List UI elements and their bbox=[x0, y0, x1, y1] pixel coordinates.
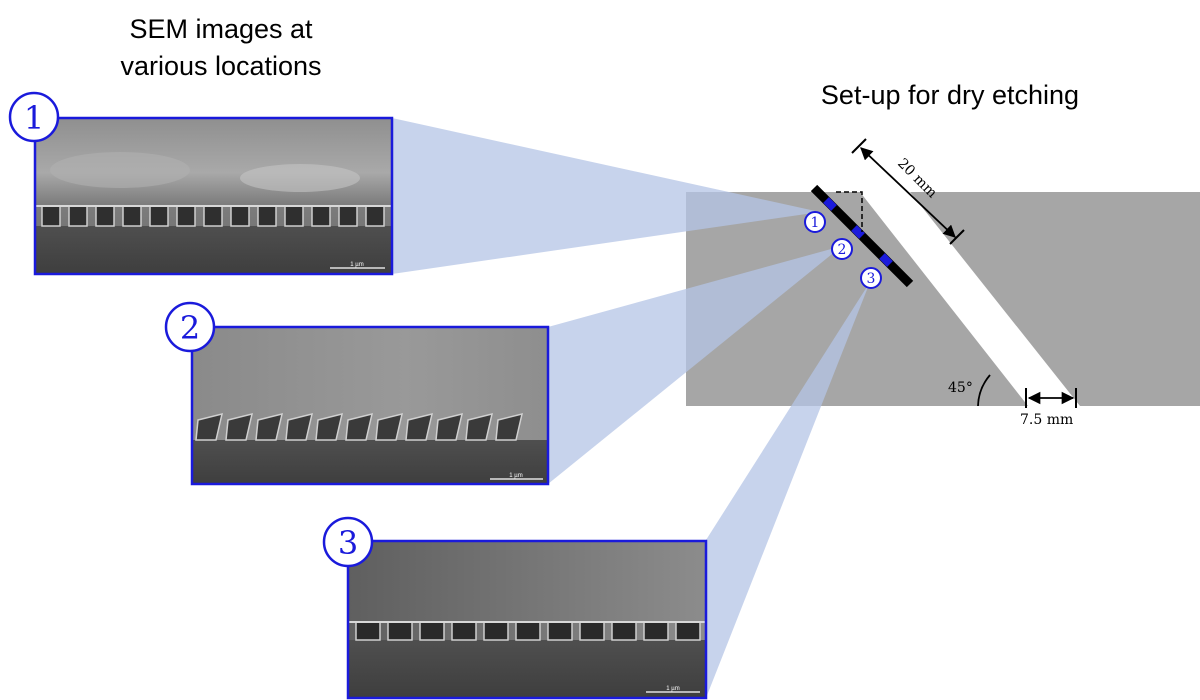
marker-1: 1 bbox=[804, 211, 826, 233]
connector-2 bbox=[548, 246, 842, 484]
marker-3: 3 bbox=[860, 267, 882, 289]
length-arrow bbox=[860, 147, 956, 238]
svg-text:1: 1 bbox=[24, 99, 44, 137]
panel-number-1: 1 bbox=[8, 91, 60, 143]
sample-spot-1 bbox=[823, 197, 837, 211]
trench-row-1 bbox=[41, 205, 385, 227]
trench-row-3 bbox=[355, 621, 701, 641]
svg-text:2: 2 bbox=[838, 242, 847, 258]
sem-panel-3: 1 µm bbox=[346, 539, 708, 700]
scale-label-3: 1 µm bbox=[666, 686, 679, 692]
length-tick-top bbox=[851, 138, 867, 154]
connector-1 bbox=[392, 118, 820, 274]
angle-arc bbox=[977, 374, 991, 407]
sem-panel-1: 1 µm bbox=[33, 116, 394, 276]
angle-label: 45° bbox=[948, 380, 973, 396]
marker-2: 2 bbox=[831, 238, 853, 260]
svg-text:3: 3 bbox=[338, 524, 358, 562]
scale-label-2: 1 µm bbox=[509, 473, 522, 479]
right-title: Set-up for dry etching bbox=[821, 80, 1079, 110]
svg-text:1: 1 bbox=[811, 215, 820, 231]
panel-number-3: 3 bbox=[322, 516, 374, 568]
gap-label: 7.5 mm bbox=[1020, 412, 1073, 428]
left-title-line1: SEM images at bbox=[129, 14, 313, 44]
sample-spot-2 bbox=[851, 225, 865, 239]
scale-label-1: 1 µm bbox=[350, 262, 363, 268]
sem-panel-2: 1 µm bbox=[190, 325, 550, 486]
panel-number-2: 2 bbox=[164, 301, 216, 353]
connector-3 bbox=[706, 282, 870, 698]
etch-slot bbox=[860, 192, 1080, 406]
trench-row-2 bbox=[195, 412, 524, 441]
svg-text:2: 2 bbox=[180, 309, 200, 347]
length-tick-bottom bbox=[949, 229, 965, 245]
sample-spot-3 bbox=[879, 253, 893, 267]
left-title-line2: various locations bbox=[120, 51, 321, 81]
svg-text:3: 3 bbox=[867, 271, 876, 287]
